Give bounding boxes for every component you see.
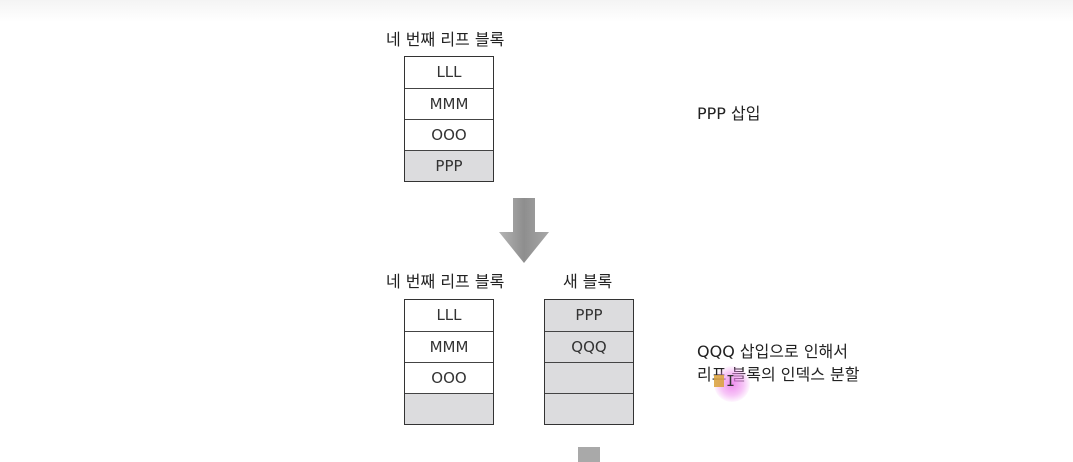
new-block-cell-3 (545, 362, 633, 393)
top-cell-1: LLL (436, 63, 462, 81)
bottom-left-block-title: 네 번째 리프 블록 (386, 272, 505, 291)
new-block-cell-4 (545, 393, 633, 424)
new-block-cell-2: QQQ (545, 331, 633, 362)
top-note: PPP 삽입 (697, 104, 761, 123)
top-leaf-block: LLL MMM OOO PPP (404, 56, 494, 182)
new-block-cell-1: PPP (545, 300, 633, 331)
new-block-title: 새 블록 (563, 272, 613, 291)
bottom-left-cell-2: MMM (405, 331, 493, 362)
top-cell-2: MMM (405, 88, 493, 119)
bottom-note-line1: QQQ 삽입으로 인해서 (697, 342, 848, 361)
top-cell-4: PPP (405, 150, 493, 181)
bottom-left-leaf-block: LLL MMM OOO (404, 299, 494, 425)
bottom-left-cell-4 (405, 393, 493, 424)
down-arrow-icon (499, 198, 549, 263)
new-leaf-block: PPP QQQ (544, 299, 634, 425)
bottom-left-cell-3: OOO (405, 362, 493, 393)
top-cell-3: OOO (405, 119, 493, 150)
text-cursor-icon: I (726, 372, 736, 390)
cursor-marker-icon (714, 375, 724, 387)
bottom-left-cell-1: LLL (436, 306, 462, 324)
top-block-title: 네 번째 리프 블록 (386, 30, 505, 49)
next-arrow-stem (578, 447, 600, 462)
